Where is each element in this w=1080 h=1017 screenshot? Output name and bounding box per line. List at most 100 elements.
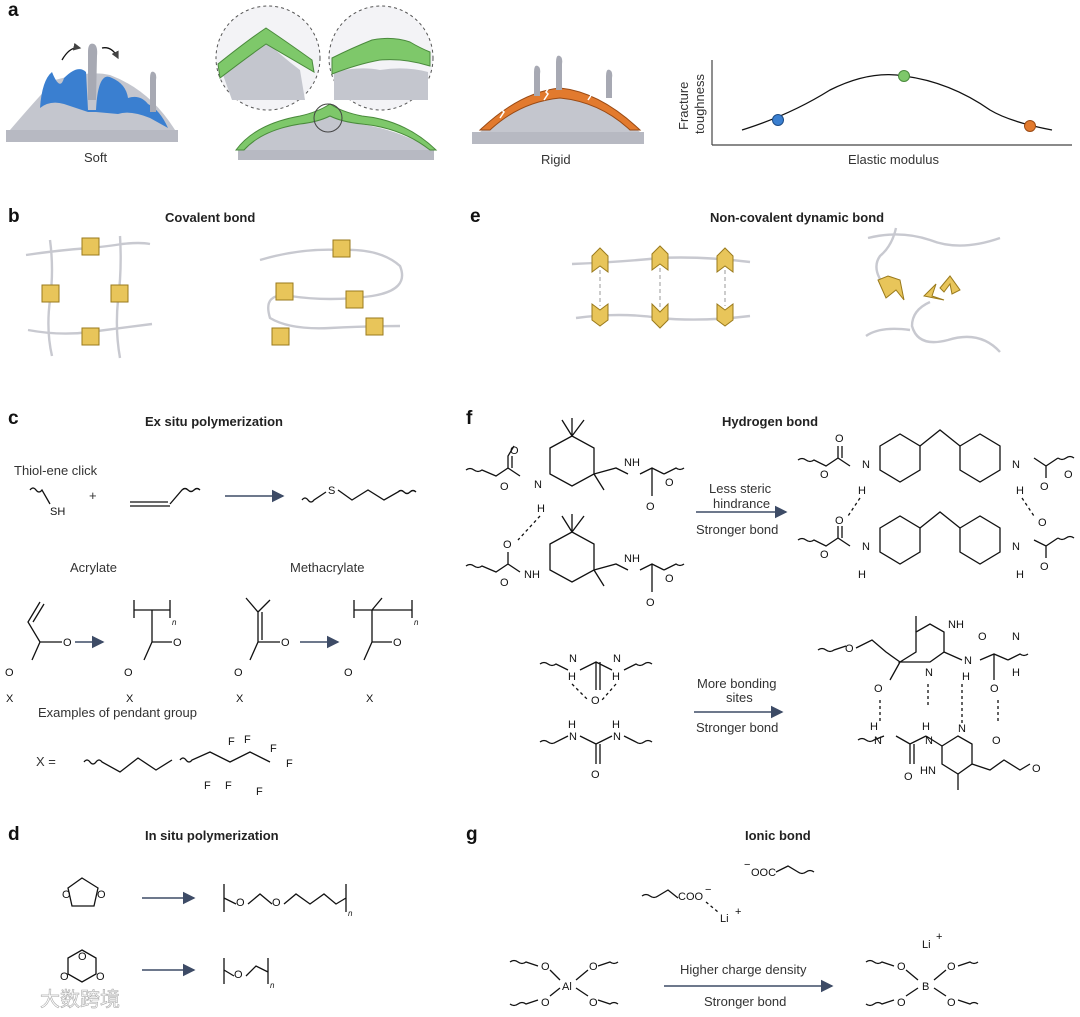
atom-label: O bbox=[978, 631, 987, 643]
polymer-chain bbox=[868, 234, 1000, 245]
atom-label: O bbox=[236, 897, 245, 909]
atom-label: H bbox=[870, 721, 878, 733]
bond-line bbox=[68, 878, 98, 906]
bond-line bbox=[706, 902, 718, 912]
rigid-dendrite-1 bbox=[534, 66, 540, 96]
soft-substrate-base bbox=[6, 130, 178, 142]
panel-d-title: In situ polymerization bbox=[145, 828, 279, 843]
bond-line bbox=[594, 468, 628, 490]
bond-line bbox=[958, 760, 1030, 790]
polymer-chain bbox=[912, 302, 1000, 352]
o-atom: O bbox=[124, 667, 133, 679]
bond-line bbox=[880, 434, 920, 482]
dynamic-motif-free bbox=[878, 276, 904, 300]
dynamic-motif bbox=[592, 304, 608, 326]
crosslink-square bbox=[276, 283, 293, 300]
trioxane-molecule: O O O bbox=[60, 950, 105, 983]
panel-g-label: g bbox=[466, 824, 478, 845]
isophorone-urethane-top: O O N H NH O O bbox=[466, 418, 684, 540]
chart-xlabel: Elastic modulus bbox=[848, 152, 940, 167]
arrow1-top-line1: Less steric bbox=[709, 481, 772, 496]
bond-line bbox=[818, 640, 900, 662]
f-atom: F bbox=[244, 734, 251, 746]
atom-label: O bbox=[947, 997, 956, 1009]
x-atom: X bbox=[236, 693, 244, 705]
bond-line bbox=[880, 516, 920, 564]
chart-ylabel-line2: toughness bbox=[692, 74, 707, 134]
atom-label: H bbox=[962, 671, 970, 683]
chart-point-intermediate bbox=[899, 71, 910, 82]
atom-label: Li bbox=[720, 913, 729, 925]
repeat-n: n bbox=[414, 618, 419, 627]
aluminate-complex: O O O O Al bbox=[510, 961, 618, 1010]
arrow2-top-line2: sites bbox=[726, 690, 753, 705]
panel-e-label: e bbox=[470, 206, 481, 227]
soft-arrow-left bbox=[62, 48, 80, 60]
mdi-urethane-top: O O N H N H O O bbox=[798, 430, 1074, 516]
atom-label: N bbox=[1012, 459, 1020, 471]
bond-line bbox=[920, 430, 960, 446]
panel-e: e Non-covalent dynamic bond bbox=[470, 206, 1000, 352]
f-atom: F bbox=[256, 786, 263, 798]
atom-label: N bbox=[862, 459, 870, 471]
soft-dendrite-2 bbox=[150, 72, 156, 112]
dynamic-motif bbox=[592, 248, 608, 272]
toughness-modulus-chart: Fracture toughness Elastic modulus bbox=[676, 60, 1072, 167]
atom-label: O bbox=[272, 897, 281, 909]
atom-label: N bbox=[534, 479, 542, 491]
atom-label: O bbox=[234, 969, 243, 981]
arrow2-bottom: Stronger bond bbox=[696, 720, 778, 735]
bond-line bbox=[224, 958, 268, 984]
dynamic-motif bbox=[717, 248, 733, 272]
atom-label: O bbox=[1064, 469, 1073, 481]
bond-line bbox=[866, 961, 978, 981]
atom-label: O bbox=[589, 997, 598, 1009]
atom-label: O bbox=[1038, 517, 1047, 529]
panel-b-label: b bbox=[8, 206, 20, 227]
panel-e-title: Non-covalent dynamic bond bbox=[710, 210, 884, 225]
s-atom: S bbox=[328, 485, 335, 497]
panel-b-title: Covalent bond bbox=[165, 210, 255, 225]
atom-label: N bbox=[964, 655, 972, 667]
atom-label: O bbox=[500, 577, 509, 589]
crosslink-square bbox=[82, 328, 99, 345]
atom-label: O bbox=[541, 961, 550, 973]
bond-line bbox=[900, 624, 944, 662]
o-atom: O bbox=[393, 637, 402, 649]
atom-label: N bbox=[958, 723, 966, 735]
bond-line bbox=[642, 890, 678, 898]
x-atom: X bbox=[126, 693, 134, 705]
panel-f: f Hydrogen bond O O N H NH O O O O NH bbox=[466, 408, 1074, 790]
atom-label: O bbox=[510, 445, 519, 457]
arrow1-bottom: Stronger bond bbox=[696, 522, 778, 537]
carboxylate-free: − OOC bbox=[744, 859, 814, 879]
atom-label: H bbox=[858, 485, 866, 497]
atom-label: H bbox=[1012, 667, 1020, 679]
atom-label: O bbox=[820, 549, 829, 561]
atom-label: O bbox=[992, 735, 1001, 747]
o-atom: O bbox=[63, 637, 72, 649]
atom-label: H bbox=[537, 503, 545, 515]
atom-label: HN bbox=[920, 765, 936, 777]
bond-line bbox=[640, 468, 684, 496]
upy-dimer: O NH N N H O N H O O H N O H N N O bbox=[818, 616, 1041, 790]
atom-label: O bbox=[665, 477, 674, 489]
panel-f-label: f bbox=[466, 408, 473, 429]
chart-ylabel-line1: Fracture bbox=[676, 82, 691, 130]
x-atom: X bbox=[366, 693, 374, 705]
crosslink-square bbox=[366, 318, 383, 335]
panel-a: a Soft bbox=[6, 0, 1072, 167]
watermark: 大数跨境 bbox=[40, 988, 120, 1011]
alkene-bond bbox=[130, 489, 200, 507]
atom-label: N bbox=[613, 731, 621, 743]
carboxylate-lithium: COO − Li + bbox=[642, 884, 741, 925]
intermediate-electrode-illustration bbox=[216, 6, 436, 160]
atom-label: O bbox=[591, 769, 600, 781]
bond-line bbox=[550, 436, 594, 486]
panel-a-label: a bbox=[8, 0, 19, 21]
dynamic-motif bbox=[717, 304, 733, 326]
dioxolane-molecule: O O bbox=[62, 878, 106, 906]
bond-line bbox=[776, 866, 814, 874]
atom-label: B bbox=[922, 981, 929, 993]
f-atom: F bbox=[228, 736, 235, 748]
